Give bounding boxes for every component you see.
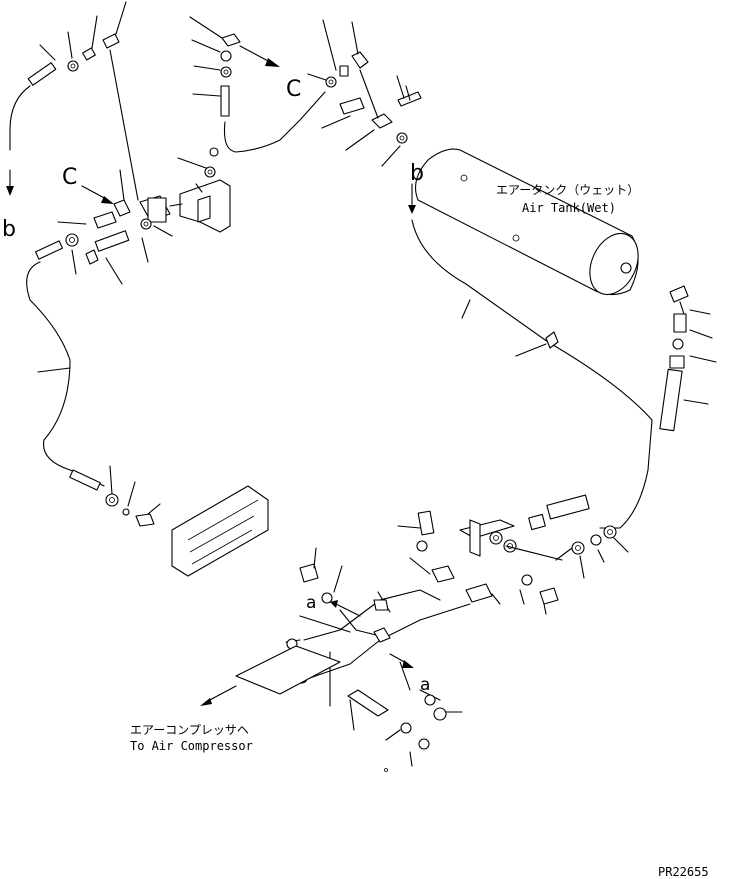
ref-a-left: a: [306, 593, 316, 613]
top-middle-line-assembly: [189, 16, 326, 153]
left-side-hose-b: [26, 230, 161, 527]
ref-c-top: C: [286, 77, 301, 102]
drawing-id: PR22655: [658, 865, 709, 879]
to-compressor-label-en: To Air Compressor: [130, 739, 253, 753]
air-tank: [408, 148, 653, 529]
valve-assembly: [57, 147, 231, 263]
right-side-fittings: [659, 285, 717, 432]
air-tank-label-en: Air Tank(Wet): [522, 201, 616, 215]
ref-b-tank: b: [410, 161, 424, 186]
manifold-block: [171, 485, 269, 577]
to-compressor-label-jp: エアーコンプレッサヘ: [130, 723, 249, 737]
top-right-fittings: [307, 19, 422, 167]
ref-a-right: a: [420, 675, 430, 695]
air-tank-label-jp: エアータンク（ウェット）: [496, 183, 639, 197]
ref-b-left: b: [2, 217, 16, 242]
top-left-hose-assembly: [6, 1, 139, 201]
lower-center-assembly: [200, 494, 629, 772]
ref-c-left: C: [62, 165, 77, 190]
